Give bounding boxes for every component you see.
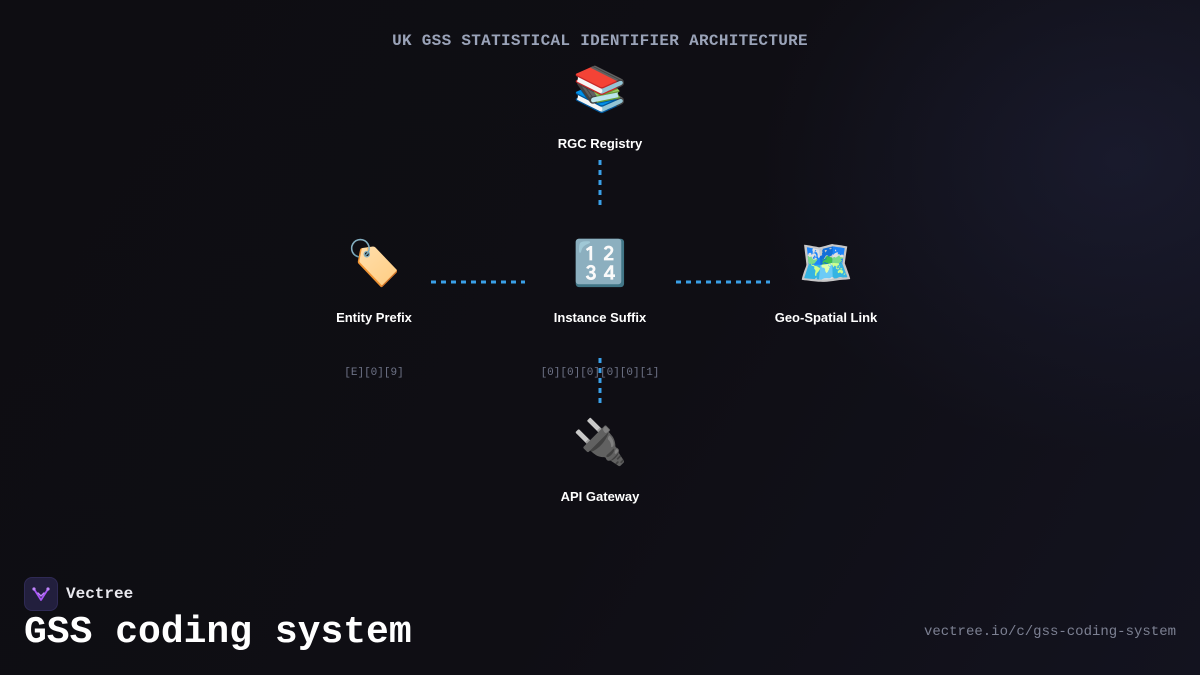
plug-icon: 🔌 — [572, 418, 628, 467]
books-icon: 📚 — [572, 65, 628, 114]
node-label-prefix: Entity Prefix — [336, 310, 412, 325]
numbers-icon: 🔢 — [572, 239, 628, 288]
vectree-logo-icon — [24, 577, 58, 611]
logo-mark — [32, 587, 50, 601]
node-instance-suffix: 🔢 Instance Suffix — [500, 238, 700, 325]
node-api-gateway: 🔌 API Gateway — [500, 417, 700, 504]
node-rgc-registry: 📚 RGC Registry — [500, 64, 700, 151]
node-geo-spatial-link: 🗺️ Geo-Spatial Link — [726, 238, 926, 325]
diagram-title: UK GSS STATISTICAL IDENTIFIER ARCHITECTU… — [392, 32, 808, 50]
prefix-code: [E][0][9] — [344, 367, 404, 379]
brand: Vectree — [24, 577, 133, 611]
brand-name: Vectree — [66, 585, 134, 603]
tag-icon: 🏷️ — [346, 239, 402, 288]
world-map-icon: 🗺️ — [798, 239, 854, 288]
node-label-registry: RGC Registry — [557, 136, 643, 151]
page-title: GSS coding system — [24, 611, 412, 654]
node-label-gateway: API Gateway — [560, 489, 640, 504]
node-label-suffix: Instance Suffix — [553, 310, 647, 325]
page-url[interactable]: vectree.io/c/gss-coding-system — [923, 624, 1176, 640]
node-entity-prefix: 🏷️ Entity Prefix — [274, 238, 474, 325]
node-label-geo: Geo-Spatial Link — [774, 310, 878, 325]
suffix-code: [0][0][0][0][0][1] — [540, 367, 660, 379]
